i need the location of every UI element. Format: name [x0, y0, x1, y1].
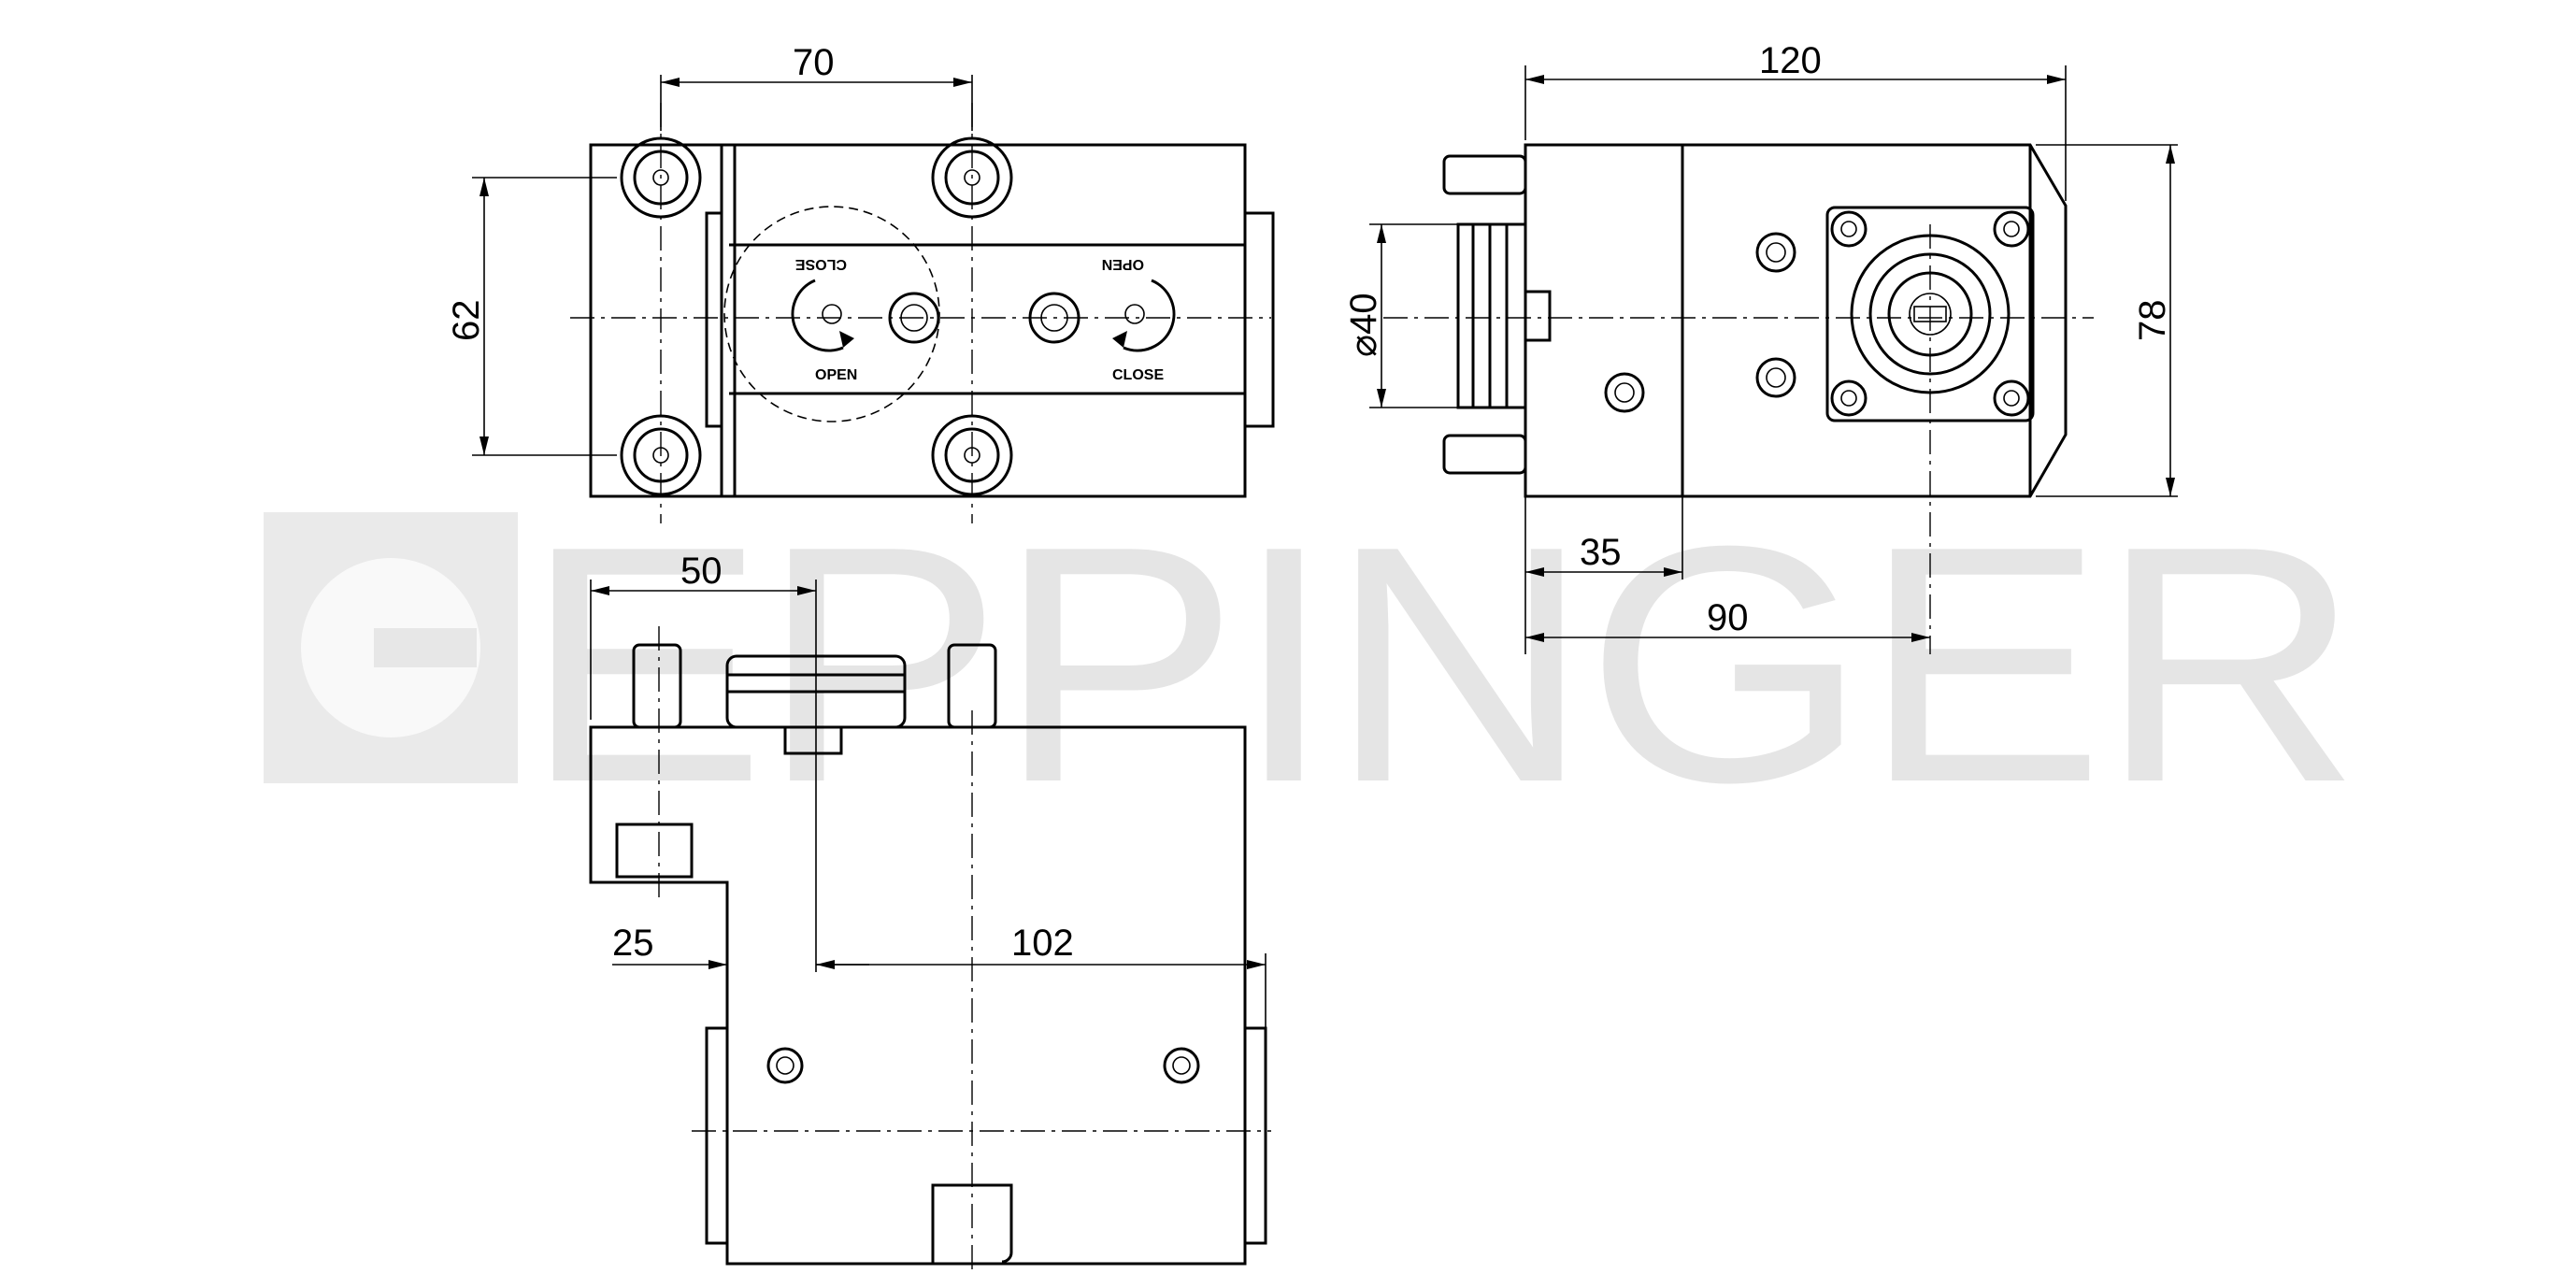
- dimension-78: 78: [2036, 144, 2178, 497]
- watermark-logo-bar: [374, 628, 477, 667]
- side-view-body: [1524, 143, 2068, 498]
- flange-bolt-tr: [1993, 210, 2030, 248]
- front-key: [783, 725, 843, 755]
- dimension-70: 70: [660, 42, 973, 131]
- close-label-right: CLOSE: [1112, 367, 1164, 383]
- open-label-right: OPEN: [1102, 256, 1144, 272]
- side-view: 120 78 ⌀40 35 90: [1343, 40, 2178, 654]
- front-hole-left: [766, 1047, 804, 1084]
- dimension-diameter-40-text: ⌀40: [1343, 293, 1384, 357]
- side-screw-2: [1755, 357, 1796, 398]
- dimension-102: 102: [816, 923, 1267, 1028]
- dimension-70-text: 70: [793, 42, 835, 83]
- front-hole-right: [1163, 1047, 1200, 1084]
- front-view-body: [589, 725, 1247, 1266]
- top-left-clamp: [705, 211, 723, 428]
- open-label-left: OPEN: [815, 367, 857, 383]
- dimension-35-text: 35: [1580, 532, 1622, 573]
- dimension-50: 50: [590, 551, 817, 972]
- rotation-arrow-right: [1112, 279, 1176, 352]
- flange-bolt-tl: [1830, 210, 1868, 248]
- side-key: [1524, 290, 1552, 342]
- dimension-25: 25: [612, 923, 869, 1028]
- watermark-text: EPPINGER: [523, 477, 2355, 852]
- top-view-body: [589, 143, 1247, 498]
- dimension-120: 120: [1524, 40, 2067, 201]
- dimension-diameter-40: ⌀40: [1343, 223, 1458, 408]
- dimension-25-text: 25: [612, 923, 654, 964]
- side-screw-1: [1755, 232, 1796, 273]
- flange-bolt-br: [1993, 379, 2030, 417]
- front-left-clamp: [705, 1026, 729, 1245]
- flange-bolt-bl: [1830, 379, 1868, 417]
- detail-circle: [723, 206, 940, 422]
- dimension-90: 90: [1525, 597, 1930, 642]
- rotation-arrow-left: [791, 279, 854, 352]
- dimension-78-text: 78: [2132, 300, 2173, 342]
- close-label-left: CLOSE: [795, 256, 847, 272]
- dimension-35: 35: [1524, 496, 1683, 654]
- top-right-clamp: [1243, 211, 1275, 428]
- dimension-50-text: 50: [680, 551, 723, 592]
- dimension-62: 62: [446, 177, 617, 456]
- front-view: 50 25 102: [589, 551, 1271, 1271]
- side-screw-3: [1604, 372, 1645, 413]
- front-pin-left: [632, 643, 682, 729]
- side-pin-bottom: [1442, 434, 1527, 475]
- side-pin-top: [1442, 154, 1527, 195]
- side-shank: [1456, 222, 1527, 409]
- dimension-62-text: 62: [446, 300, 487, 342]
- front-bottom-tab: [931, 1183, 1013, 1264]
- dimension-120-text: 120: [1759, 40, 1822, 81]
- front-right-clamp: [1243, 1026, 1267, 1245]
- eppinger-watermark: EPPINGER: [264, 477, 2361, 852]
- front-pocket: [615, 823, 694, 879]
- top-view: CLOSE OPEN OPEN CLOSE 70 62: [446, 42, 1275, 523]
- dimension-90-text: 90: [1707, 597, 1749, 638]
- dimension-102-text: 102: [1011, 923, 1074, 964]
